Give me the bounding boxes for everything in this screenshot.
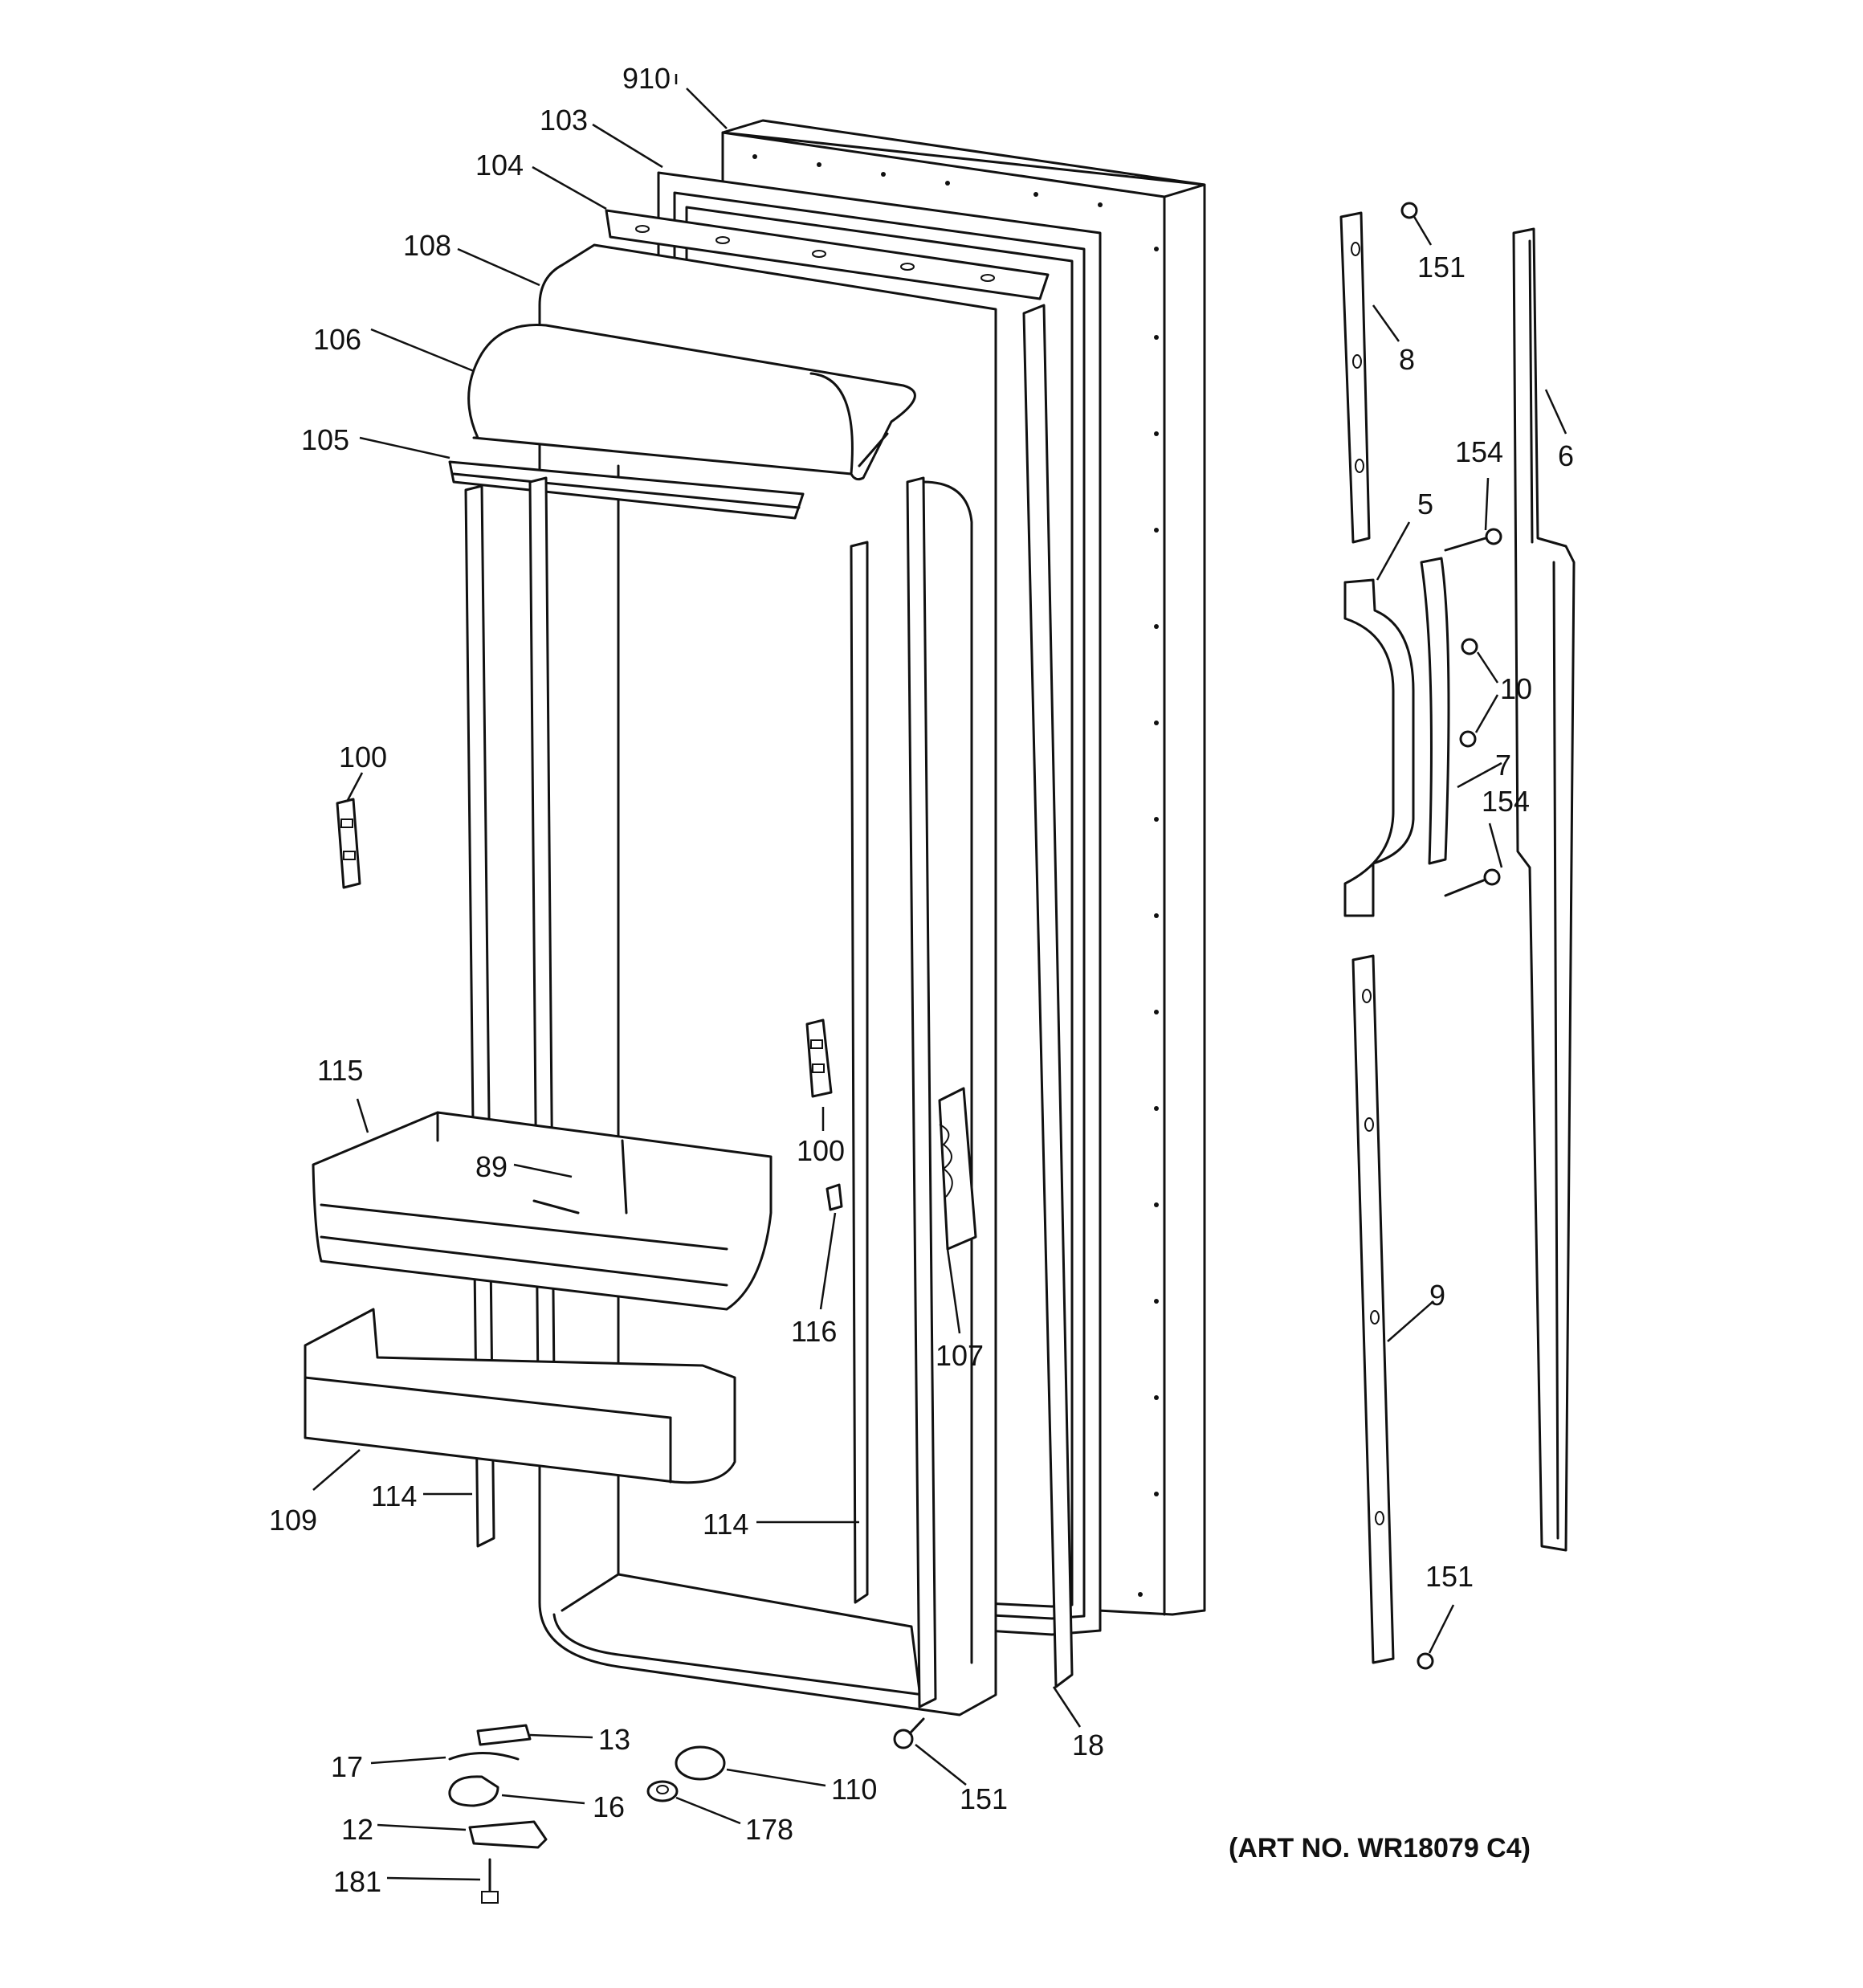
callout-110: 110 bbox=[831, 1773, 877, 1806]
leader-lines bbox=[312, 74, 1567, 1881]
part-5-handle bbox=[1343, 578, 1415, 917]
callout-151-bottom: 151 bbox=[960, 1782, 1008, 1815]
callout-12: 12 bbox=[341, 1813, 373, 1846]
part-10-screws bbox=[1459, 638, 1478, 748]
part-116-clip bbox=[826, 1183, 843, 1211]
callout-181: 181 bbox=[333, 1865, 381, 1898]
part-100-bracket-right bbox=[805, 1018, 833, 1098]
part-115-shelf-bin bbox=[312, 1111, 773, 1311]
callout-154-top: 154 bbox=[1455, 435, 1503, 468]
part-18-side-strip bbox=[1022, 304, 1074, 1688]
callout-labels: 910 103 104 108 106 105 100 115 89 100 1… bbox=[269, 62, 1574, 1898]
callout-105: 105 bbox=[301, 423, 349, 456]
part-181-screw bbox=[481, 1858, 499, 1904]
part-154-screw-upper bbox=[1444, 528, 1502, 552]
callout-6: 6 bbox=[1558, 439, 1574, 472]
callout-107: 107 bbox=[936, 1339, 984, 1372]
part-108-inner-liner bbox=[538, 243, 997, 1717]
callout-114-left: 114 bbox=[371, 1480, 417, 1512]
callout-89: 89 bbox=[475, 1150, 508, 1183]
part-151-screw-lower-right bbox=[1417, 1652, 1434, 1670]
callout-115: 115 bbox=[317, 1054, 363, 1087]
part-100-bracket-left bbox=[336, 798, 361, 889]
callout-16: 16 bbox=[593, 1790, 625, 1823]
callout-106: 106 bbox=[313, 323, 361, 356]
part-104-top-strip bbox=[605, 209, 1050, 300]
part-110-cap bbox=[675, 1745, 726, 1781]
part-9-lower-mount bbox=[1351, 954, 1395, 1664]
art-number: (ART NO. WR18079 C4) bbox=[1229, 1833, 1531, 1863]
part-6-handle-trim bbox=[1512, 227, 1576, 1552]
part-151-screw-bottom bbox=[893, 1717, 925, 1749]
callout-100-right: 100 bbox=[797, 1134, 845, 1167]
part-16-hinge-cam bbox=[448, 1775, 499, 1807]
callout-18: 18 bbox=[1072, 1729, 1104, 1761]
callout-910: 910 bbox=[622, 62, 671, 95]
callout-114-right: 114 bbox=[703, 1508, 748, 1541]
callout-103: 103 bbox=[540, 104, 588, 137]
part-17-clip bbox=[448, 1752, 520, 1761]
callout-7: 7 bbox=[1495, 749, 1511, 782]
callout-151-right: 151 bbox=[1425, 1560, 1474, 1593]
part-107-door-stop bbox=[938, 1087, 977, 1251]
callout-9: 9 bbox=[1429, 1279, 1445, 1312]
callout-178: 178 bbox=[745, 1813, 793, 1846]
part-12-hinge bbox=[468, 1820, 548, 1849]
part-7-handle-cover bbox=[1420, 557, 1450, 865]
callout-151-top: 151 bbox=[1417, 251, 1466, 284]
callout-5: 5 bbox=[1417, 488, 1433, 520]
part-178-grommet bbox=[646, 1780, 679, 1802]
callout-17: 17 bbox=[331, 1750, 363, 1783]
part-106-dairy-door bbox=[467, 323, 916, 481]
part-109-lower-bin bbox=[304, 1308, 736, 1484]
callout-109: 109 bbox=[269, 1504, 317, 1537]
part-13-shim bbox=[476, 1724, 532, 1746]
callout-104: 104 bbox=[475, 149, 524, 182]
callout-108: 108 bbox=[403, 229, 451, 262]
callout-116: 116 bbox=[791, 1315, 837, 1348]
part-151-screw-top bbox=[1400, 202, 1418, 219]
part-154-screw-lower bbox=[1444, 868, 1501, 897]
part-8-upper-mount bbox=[1339, 211, 1371, 544]
callout-13: 13 bbox=[598, 1723, 630, 1756]
callout-154-bottom: 154 bbox=[1482, 785, 1530, 818]
callout-10: 10 bbox=[1500, 672, 1532, 705]
part-105-dairy-bar bbox=[448, 460, 805, 520]
callout-100-left: 100 bbox=[339, 741, 387, 774]
callout-8: 8 bbox=[1399, 343, 1415, 376]
